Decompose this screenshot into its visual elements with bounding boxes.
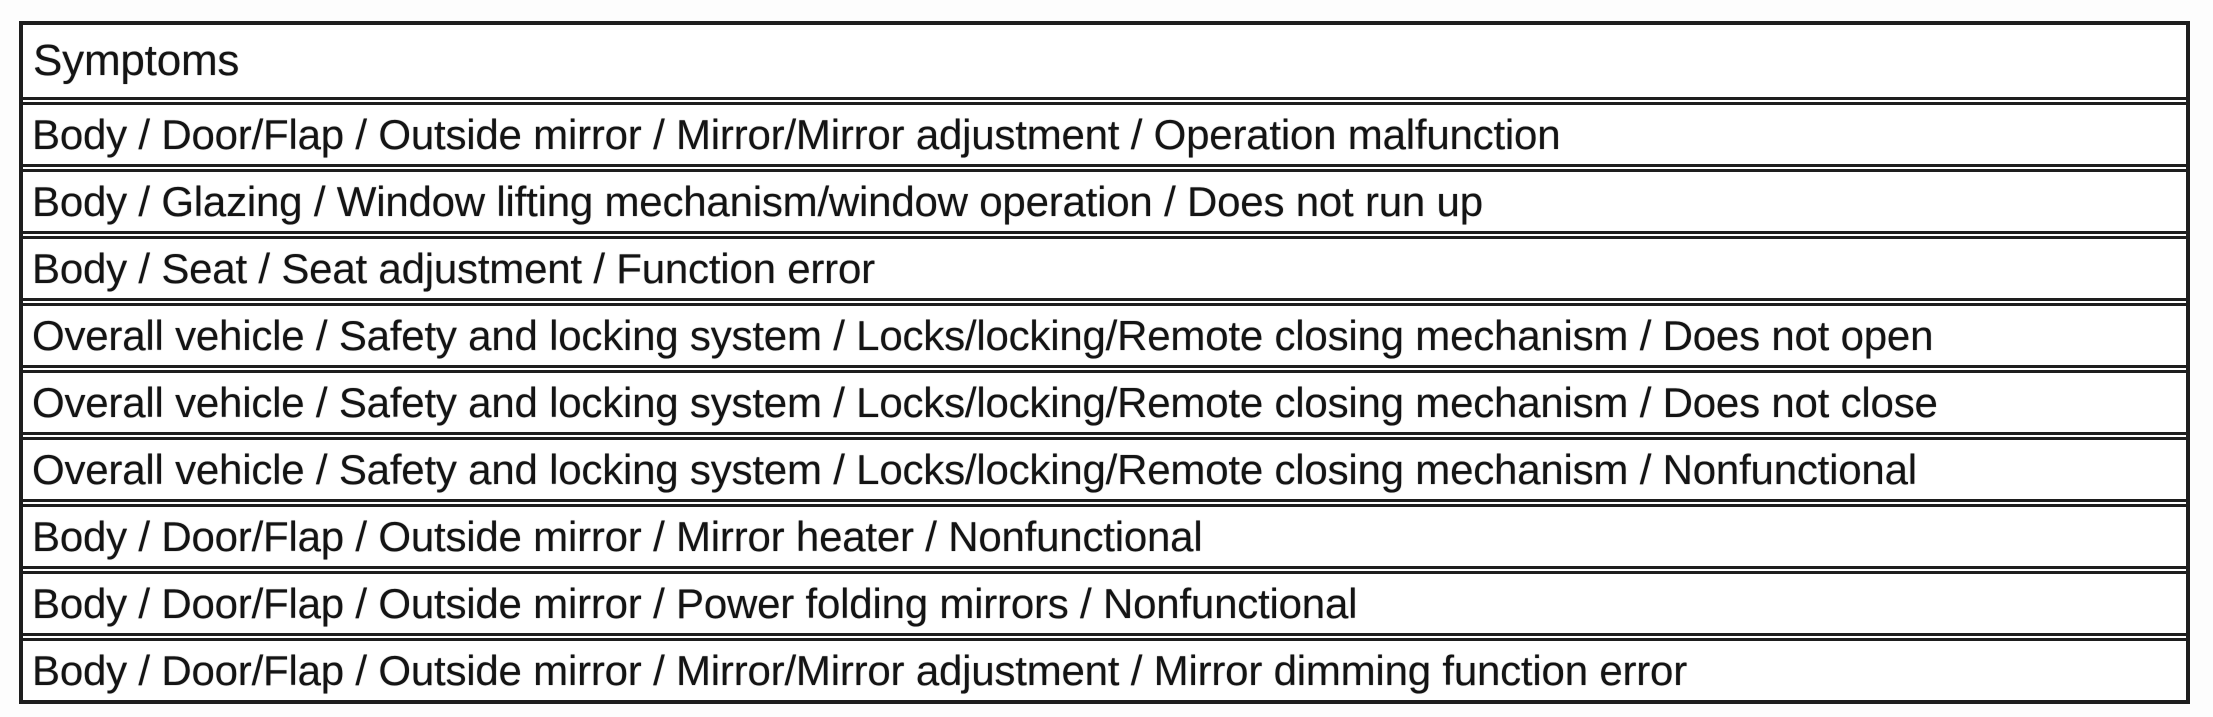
symptom-text: Overall vehicle / Safety and locking sys… (32, 311, 1934, 359)
table-row: Body / Glazing / Window lifting mechanis… (23, 172, 2186, 239)
table-row: Body / Door/Flap / Outside mirror / Mirr… (23, 105, 2186, 172)
table-row: Overall vehicle / Safety and locking sys… (23, 440, 2186, 507)
symptom-text: Overall vehicle / Safety and locking sys… (32, 378, 1938, 426)
table-row: Overall vehicle / Safety and locking sys… (23, 306, 2186, 373)
symptom-text: Overall vehicle / Safety and locking sys… (32, 445, 1917, 493)
table-row: Body / Door/Flap / Outside mirror / Mirr… (23, 641, 2186, 700)
symptom-text: Body / Glazing / Window lifting mechanis… (32, 177, 1483, 225)
table-row: Body / Seat / Seat adjustment / Function… (23, 239, 2186, 306)
table-row: Body / Door/Flap / Outside mirror / Mirr… (23, 507, 2186, 574)
symptom-text: Body / Door/Flap / Outside mirror / Mirr… (32, 646, 1687, 694)
symptom-text: Body / Door/Flap / Outside mirror / Mirr… (32, 512, 1203, 560)
symptom-text: Body / Seat / Seat adjustment / Function… (32, 244, 875, 292)
table-row: Body / Door/Flap / Outside mirror / Powe… (23, 574, 2186, 641)
symptom-text: Body / Door/Flap / Outside mirror / Mirr… (32, 110, 1561, 158)
table-row: Overall vehicle / Safety and locking sys… (23, 373, 2186, 440)
table-header-label: Symptoms (33, 36, 240, 85)
symptoms-table: Symptoms Body / Door/Flap / Outside mirr… (19, 21, 2190, 704)
symptom-text: Body / Door/Flap / Outside mirror / Powe… (32, 579, 1358, 627)
table-header-row: Symptoms (23, 25, 2186, 105)
